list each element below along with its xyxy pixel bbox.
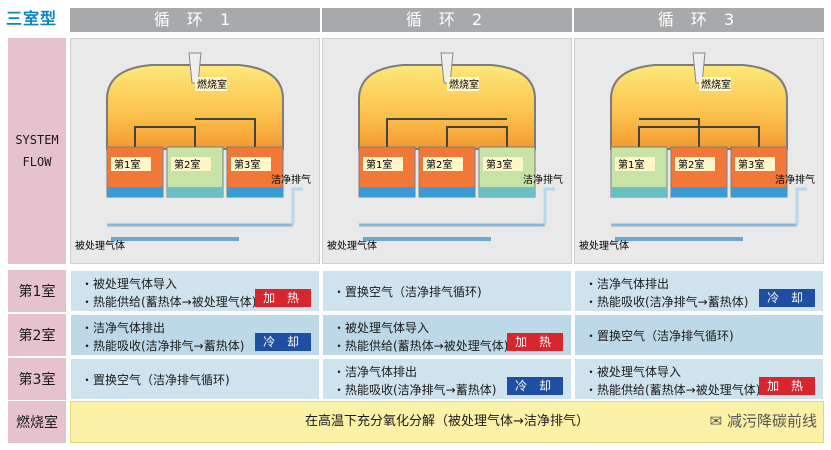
cell-r2-c1: ・洁净气体排出 ・热能吸收(洁净排气→蓄热体) 冷 却 [70,314,320,356]
cell-r1-c3: ・洁净气体排出 ・热能吸收(洁净排气→蓄热体) 冷 却 [574,270,824,312]
cycle-1-header: 循 环 1 [70,8,320,32]
chamber-2-label: 第2室 [174,158,200,171]
rto-diagram-2: 燃烧室 第1室 第2室 第3室 洁净排气 被处理气体 [327,52,563,252]
wechat-icon: ✉ [709,412,723,430]
combustion-label: 燃烧室 [197,78,227,91]
cell-r2-c3: ・置换空气（洁净排气循环) [574,314,824,356]
cycle-3-diagram: 燃烧室 第1室 第2室 第3室 洁净排气 被处理气体 [574,38,824,264]
row-label-chamber-2: 第2室 [8,314,66,356]
chamber-1-label: 第1室 [618,158,644,171]
chamber-3-label: 第3室 [234,158,260,171]
exhaust-duct [543,187,555,225]
clean-exhaust-label: 洁净排气 [271,173,311,186]
feed-gas-label: 被处理气体 [579,239,629,252]
chamber-3-bed [731,187,787,197]
cell-r1-c1: ・被处理气体导入 ・热能供给(蓄热体→被处理气体) 加 热 [70,270,320,312]
label-bg [447,77,479,91]
heat-tag: 加 热 [255,289,311,307]
flow-arrow [134,126,196,147]
watermark-text: 减污降碳前线 [726,412,817,430]
cell-r3-c3: ・被处理气体导入 ・热能供给(蓄热体→被处理气体) 加 热 [574,358,824,400]
cool-tag: 冷 却 [759,289,815,307]
cell-line: ・置换空气（洁净排气循环) [81,373,230,387]
page-title: 三室型 [6,9,58,28]
clean-exhaust-label: 洁净排气 [523,173,563,186]
chamber-3-bed [227,187,283,197]
watermark: ✉ 减污降碳前线 [710,410,817,431]
combustion-label: 燃烧室 [701,78,731,91]
chamber-3-bed [479,187,535,197]
cell-line: ・热能供给(蓄热体→被处理气体) [585,383,761,397]
cool-tag: 冷 却 [507,377,563,395]
flow-arrow [386,118,507,147]
label-bg [111,157,151,171]
cycle-2-diagram: 燃烧室 第1室 第2室 第3室 洁净排气 被处理气体 [322,38,572,264]
heat-tag: 加 热 [759,377,815,395]
heat-tag: 加 热 [507,333,563,351]
row-label-combustion: 燃烧室 [8,401,66,443]
cell-r1-c2: ・置换空气（洁净排气循环) [322,270,572,312]
cell-line: ・置换空气（洁净排气循环) [333,285,482,299]
feed-gas-label: 被处理气体 [327,239,377,252]
flow-arrow [195,118,256,147]
chamber-3-label: 第3室 [486,158,512,171]
exhaust-duct [795,187,807,225]
chamber-1-label: 第1室 [114,158,140,171]
cycle-2-header: 循 环 2 [322,8,572,32]
chamber-2-label: 第2室 [426,158,452,171]
cell-line: ・被处理气体导入 [81,277,178,291]
rto-diagram-3: 燃烧室 第1室 第2室 第3室 洁净排气 被处理气体 [579,52,815,252]
row-label-chamber-1: 第1室 [8,270,66,312]
label-bg [231,157,271,171]
cell-line: ・被处理气体导入 [333,321,430,335]
flow-arrow [446,126,508,147]
cell-line: ・热能吸收(洁净排气→蓄热体) [333,383,497,397]
label-bg [483,157,523,171]
clean-exhaust-label: 洁净排气 [775,173,815,186]
chamber-1-label: 第1室 [366,158,392,171]
cell-r3-c2: ・洁净气体排出 ・热能吸收(洁净排气→蓄热体) 冷 却 [322,358,572,400]
row-label-chamber-3: 第3室 [8,358,66,400]
chamber-1-bed [107,187,163,197]
cycle-1-diagram: 燃烧室 第1室 第2室 第3室 洁净排气 被处理气体 [70,38,320,264]
cell-line: ・洁净气体排出 [333,365,418,379]
exhaust-duct [291,187,303,225]
chamber-2-bed [671,187,727,197]
flow-arrow [639,118,700,147]
label-bg [699,77,731,91]
label-bg [363,157,403,171]
cool-tag: 冷 却 [255,333,311,351]
system-flow-label: SYSTEM FLOW [8,38,66,264]
chamber-2-bed [419,187,475,197]
label-bg [675,157,715,171]
chamber-1-bed [611,187,667,197]
cell-line: ・热能供给(蓄热体→被处理气体) [81,295,257,309]
chamber-2-label: 第2室 [678,158,704,171]
cell-line: ・置换空气（洁净排气循环) [585,329,734,343]
label-bg [195,77,227,91]
rto-diagram-1: 燃烧室 第1室 第2室 第3室 洁净排气 被处理气体 [75,52,311,252]
combustion-description: 在高温下充分氧化分解（被处理气体→洁净排气） [70,401,824,443]
cell-r3-c1: ・置换空气（洁净排气循环) [70,358,320,400]
label-bg [615,157,655,171]
chamber-1-bed [359,187,415,197]
chamber-3-label: 第3室 [738,158,764,171]
cell-line: ・洁净气体排出 [81,321,166,335]
cell-line: ・洁净气体排出 [585,277,670,291]
label-bg [735,157,775,171]
label-bg [171,157,211,171]
cell-line: ・热能吸收(洁净排气→蓄热体) [585,295,749,309]
combustion-label: 燃烧室 [449,78,479,91]
chamber-2-bed [167,187,223,197]
cell-line: ・热能吸收(洁净排气→蓄热体) [81,339,245,353]
feed-gas-label: 被处理气体 [75,239,125,252]
cell-line: ・被处理气体导入 [585,365,682,379]
cell-line: ・热能供给(蓄热体→被处理气体) [333,339,509,353]
cell-r2-c2: ・被处理气体导入 ・热能供给(蓄热体→被处理气体) 加 热 [322,314,572,356]
cycle-3-header: 循 环 3 [574,8,824,32]
label-bg [423,157,463,171]
